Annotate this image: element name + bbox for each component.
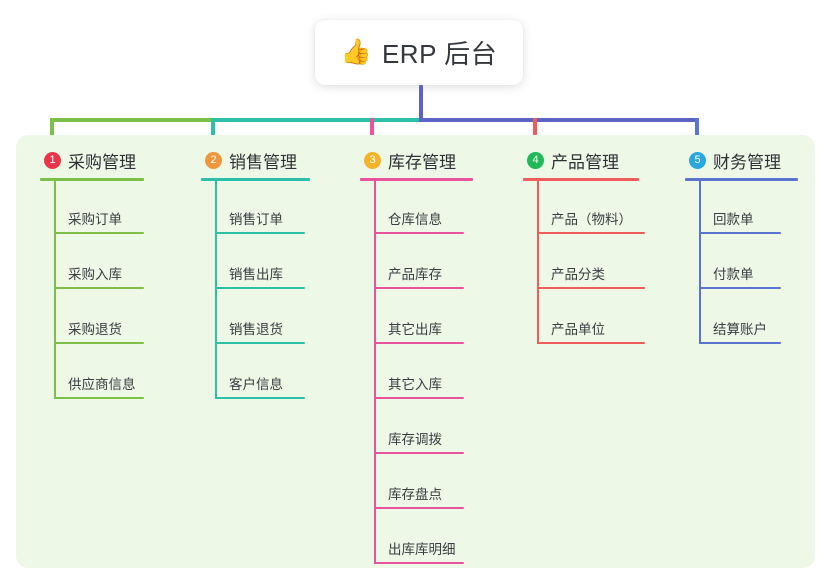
leaf-label: 产品库存 — [388, 267, 442, 282]
leaf-underline — [374, 507, 464, 509]
branch-underline — [523, 178, 639, 181]
root-stem — [419, 85, 423, 122]
root-node-content: 👍 ERP 后台 — [341, 34, 497, 71]
branch-underline — [201, 178, 310, 181]
bar-segment-3 — [419, 118, 699, 122]
branch-leaf-回款单[interactable]: 回款单 — [699, 206, 781, 234]
leaf-label: 供应商信息 — [68, 377, 136, 392]
branch-header-库存管理[interactable]: 3 库存管理 — [364, 148, 456, 173]
leaf-underline — [374, 287, 464, 289]
branch-leaf-产品库存[interactable]: 产品库存 — [374, 261, 464, 289]
branch-leaf-仓库信息[interactable]: 仓库信息 — [374, 206, 464, 234]
branch-trunk — [374, 178, 376, 564]
leaf-underline — [54, 342, 144, 344]
bar-segment-2 — [211, 118, 421, 122]
branch-number-badge: 3 — [364, 152, 381, 169]
branch-header-采购管理[interactable]: 1 采购管理 — [44, 148, 136, 173]
branch-underline — [40, 178, 144, 181]
branch-trunk — [699, 178, 701, 344]
leaf-underline — [215, 287, 305, 289]
branch-header-销售管理[interactable]: 2 销售管理 — [205, 148, 297, 173]
branch-leaf-产品（物料）[interactable]: 产品（物料） — [537, 206, 645, 234]
branch-title: 产品管理 — [551, 153, 619, 172]
leaf-underline — [215, 342, 305, 344]
leaf-label: 采购入库 — [68, 267, 122, 282]
thumbs-up-icon: 👍 — [340, 38, 372, 66]
leaf-label: 其它入库 — [388, 377, 442, 392]
leaf-underline — [215, 397, 305, 399]
branch-leaf-出库库明细[interactable]: 出库库明细 — [374, 536, 464, 564]
branch-leaf-库存盘点[interactable]: 库存盘点 — [374, 481, 464, 509]
branch-number-badge: 4 — [527, 152, 544, 169]
branch-leaf-销售出库[interactable]: 销售出库 — [215, 261, 305, 289]
leaf-underline — [215, 232, 305, 234]
branch-leaf-产品分类[interactable]: 产品分类 — [537, 261, 645, 289]
leaf-label: 付款单 — [713, 267, 754, 282]
branch-leaf-客户信息[interactable]: 客户信息 — [215, 371, 305, 399]
leaf-label: 销售出库 — [229, 267, 283, 282]
root-node[interactable]: 👍 ERP 后台 — [315, 20, 523, 85]
branch-title: 销售管理 — [229, 153, 297, 172]
branch-title: 财务管理 — [713, 153, 781, 172]
leaf-label: 其它出库 — [388, 322, 442, 337]
leaf-label: 产品单位 — [551, 322, 605, 337]
leaf-label: 销售退货 — [229, 322, 283, 337]
leaf-label: 客户信息 — [229, 377, 283, 392]
leaf-underline — [537, 342, 645, 344]
branch-header-产品管理[interactable]: 4 产品管理 — [527, 148, 619, 173]
leaf-underline — [537, 287, 645, 289]
branch-title: 库存管理 — [388, 153, 456, 172]
leaf-underline — [537, 232, 645, 234]
branch-number-badge: 5 — [689, 152, 706, 169]
leaf-underline — [699, 287, 781, 289]
leaf-label: 结算账户 — [713, 322, 767, 337]
leaf-underline — [54, 287, 144, 289]
leaf-underline — [374, 342, 464, 344]
branch-underline — [685, 178, 798, 181]
bar-segment-1 — [50, 118, 213, 122]
leaf-label: 库存盘点 — [388, 487, 442, 502]
leaf-label: 销售订单 — [229, 212, 283, 227]
branch-leaf-其它入库[interactable]: 其它入库 — [374, 371, 464, 399]
leaf-underline — [699, 232, 781, 234]
leaf-label: 库存调拨 — [388, 432, 442, 447]
branch-trunk — [537, 178, 539, 344]
branches-panel — [16, 135, 815, 568]
branch-header-财务管理[interactable]: 5 财务管理 — [689, 148, 781, 173]
leaf-underline — [374, 232, 464, 234]
leaf-label: 仓库信息 — [388, 212, 442, 227]
leaf-underline — [374, 562, 464, 564]
leaf-underline — [374, 397, 464, 399]
branch-leaf-其它出库[interactable]: 其它出库 — [374, 316, 464, 344]
branch-leaf-销售退货[interactable]: 销售退货 — [215, 316, 305, 344]
branch-leaf-销售订单[interactable]: 销售订单 — [215, 206, 305, 234]
leaf-underline — [54, 232, 144, 234]
branch-leaf-采购订单[interactable]: 采购订单 — [54, 206, 144, 234]
leaf-label: 产品（物料） — [551, 212, 632, 227]
branch-title: 采购管理 — [68, 153, 136, 172]
leaf-label: 产品分类 — [551, 267, 605, 282]
branch-number-badge: 2 — [205, 152, 222, 169]
leaf-underline — [699, 342, 781, 344]
branch-underline — [360, 178, 473, 181]
branch-leaf-采购入库[interactable]: 采购入库 — [54, 261, 144, 289]
branch-leaf-采购退货[interactable]: 采购退货 — [54, 316, 144, 344]
leaf-label: 出库库明细 — [388, 542, 456, 557]
root-node-label: ERP 后台 — [381, 39, 498, 69]
branch-leaf-结算账户[interactable]: 结算账户 — [699, 316, 781, 344]
branch-number-badge: 1 — [44, 152, 61, 169]
branch-leaf-产品单位[interactable]: 产品单位 — [537, 316, 645, 344]
leaf-underline — [54, 397, 144, 399]
leaf-label: 采购退货 — [68, 322, 122, 337]
leaf-label: 采购订单 — [68, 212, 122, 227]
branch-leaf-供应商信息[interactable]: 供应商信息 — [54, 371, 144, 399]
branch-leaf-库存调拨[interactable]: 库存调拨 — [374, 426, 464, 454]
leaf-underline — [374, 452, 464, 454]
branch-leaf-付款单[interactable]: 付款单 — [699, 261, 781, 289]
leaf-label: 回款单 — [713, 212, 754, 227]
